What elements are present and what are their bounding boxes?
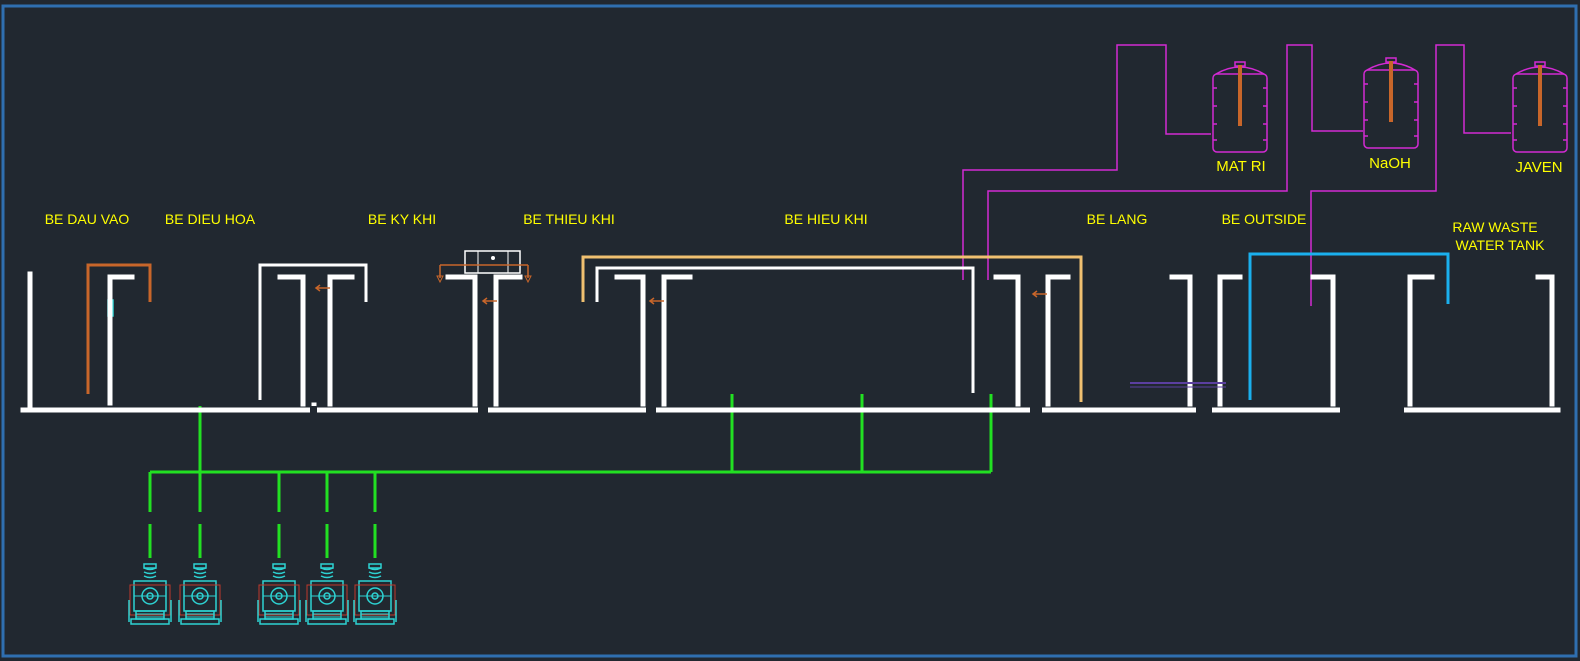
outlet-point	[1550, 383, 1554, 387]
floor-gaps	[310, 406, 1404, 414]
blower-pump-icon	[128, 563, 172, 625]
label-mat-ri: MAT RI	[1216, 158, 1265, 175]
inlet-line	[86, 263, 152, 394]
chemical-dosing-lines	[962, 44, 1511, 306]
label-be-dieu-hoa: BE DIEU HOA	[165, 211, 256, 227]
blower-pump-icon	[353, 563, 397, 625]
label-javen: JAVEN	[1515, 159, 1562, 176]
label-be-ky-khi: BE KY KHI	[368, 211, 436, 227]
label-be-thieu-khi: BE THIEU KHI	[523, 211, 615, 227]
label-raw-waste-line2: WATER TANK	[1456, 237, 1546, 253]
tank-walls	[20, 271, 1561, 413]
label-be-hieu-khi: BE HIEU KHI	[784, 211, 867, 227]
internal-recycle-line	[595, 266, 975, 393]
blower-pump-icon	[257, 563, 301, 625]
chemical-tank-icon	[1511, 60, 1569, 154]
label-be-lang: BE LANG	[1087, 211, 1148, 227]
recycle-line	[1248, 252, 1450, 400]
label-be-outside: BE OUTSIDE	[1222, 211, 1307, 227]
air-distribution-lines	[148, 394, 993, 558]
label-be-dau-vao: BE DAU VAO	[45, 211, 130, 227]
blower-pump-icon	[178, 563, 222, 625]
mixer-unit	[436, 250, 532, 284]
chemical-tank-icon	[1211, 60, 1269, 154]
chemical-tank-icon	[1362, 56, 1420, 150]
drawing-frame	[1, 4, 1578, 658]
transfer-line	[258, 263, 368, 400]
label-raw-waste-line1: RAW WASTE	[1452, 219, 1537, 235]
sludge-return-line	[581, 255, 1083, 402]
transfer-arrows	[314, 284, 1047, 305]
sludge-drain	[1130, 382, 1226, 388]
label-naoh: NaOH	[1369, 155, 1411, 172]
blower-pump-icon	[305, 563, 349, 625]
